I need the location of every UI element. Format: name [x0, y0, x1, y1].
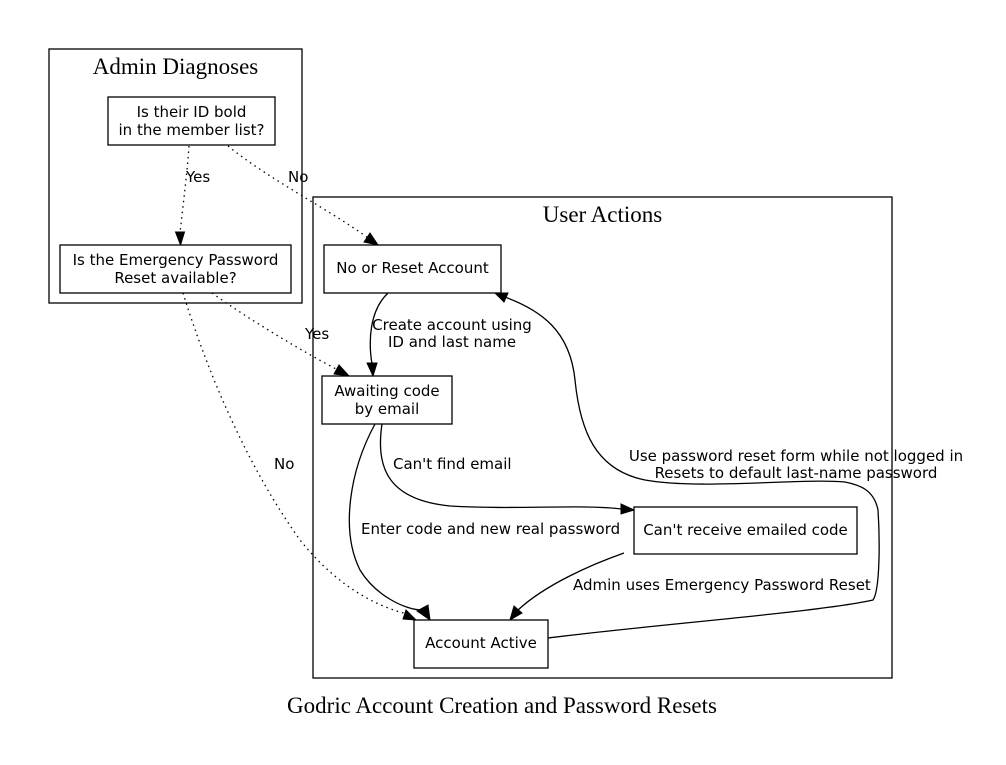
edges: Yes No Yes No Create account using ID an…: [174, 145, 963, 639]
node-emergency-reset: Is the Emergency Password Reset availabl…: [59, 244, 292, 294]
edge-enter-code-arrowhead: [416, 604, 431, 622]
edge-em-no: [182, 292, 408, 615]
cluster-user-title: User Actions: [543, 202, 663, 227]
graph-title: Godric Account Creation and Password Res…: [287, 693, 717, 718]
node-emergency-reset-line-1: Is the Emergency Password: [73, 251, 279, 269]
edge-em-no-arrowhead: [402, 609, 418, 621]
edge-create-account-arrowhead: [366, 362, 378, 378]
edge-create-account: [369, 292, 389, 365]
edge-id-yes: [179, 145, 190, 234]
edge-create-account-label-1: Create account using: [372, 316, 532, 334]
node-account-active: Account Active: [413, 619, 549, 669]
node-id-bold-line-2: in the member list?: [119, 121, 265, 139]
node-awaiting-code: Awaiting code by email: [321, 375, 453, 425]
edge-cant-find-email: [379, 423, 623, 510]
cluster-admin-title: Admin Diagnoses: [93, 54, 259, 79]
edge-em-yes-label: Yes: [304, 325, 329, 343]
edge-em-yes: [211, 292, 339, 371]
node-cant-receive-code-label: Can't receive emailed code: [643, 521, 848, 539]
edge-password-reset-form-label-2: Resets to default last-name password: [655, 464, 938, 482]
cluster-user-actions: User Actions: [312, 196, 893, 679]
edge-password-reset-form-arrowhead: [493, 292, 509, 303]
edge-admin-uses-reset-arrowhead: [509, 605, 523, 622]
node-emergency-reset-line-2: Reset available?: [114, 269, 236, 287]
edge-id-yes-arrowhead: [174, 231, 186, 247]
edge-id-no: [227, 145, 369, 239]
edge-id-yes-label: Yes: [185, 168, 210, 186]
node-awaiting-code-line-2: by email: [355, 400, 420, 418]
node-no-or-reset-account-label: No or Reset Account: [336, 259, 489, 277]
edge-id-no-arrowhead: [363, 232, 380, 246]
edge-enter-code: [348, 423, 423, 611]
node-account-active-label: Account Active: [425, 634, 537, 652]
edge-password-reset-form: [504, 296, 880, 639]
node-no-or-reset-account: No or Reset Account: [323, 244, 502, 294]
edge-cant-find-email-label: Can't find email: [393, 455, 512, 473]
edge-admin-uses-reset-label: Admin uses Emergency Password Reset: [573, 576, 871, 594]
edge-id-no-label: No: [288, 168, 308, 186]
edge-em-yes-arrowhead: [333, 364, 351, 377]
node-id-bold-line-1: Is their ID bold: [137, 103, 247, 121]
node-cant-receive-code: Can't receive emailed code: [633, 506, 858, 555]
edge-password-reset-form-label-1: Use password reset form while not logged…: [629, 447, 963, 465]
edge-create-account-label-2: ID and last name: [388, 333, 516, 351]
node-id-bold: Is their ID bold in the member list?: [107, 96, 276, 146]
edge-admin-uses-reset: [517, 552, 625, 611]
edge-enter-code-label: Enter code and new real password: [361, 520, 620, 538]
node-awaiting-code-line-1: Awaiting code: [334, 382, 439, 400]
edge-em-no-label: No: [274, 455, 294, 473]
edge-cant-find-email-arrowhead: [620, 503, 636, 515]
cluster-admin-diagnoses: Admin Diagnoses: [48, 48, 303, 304]
